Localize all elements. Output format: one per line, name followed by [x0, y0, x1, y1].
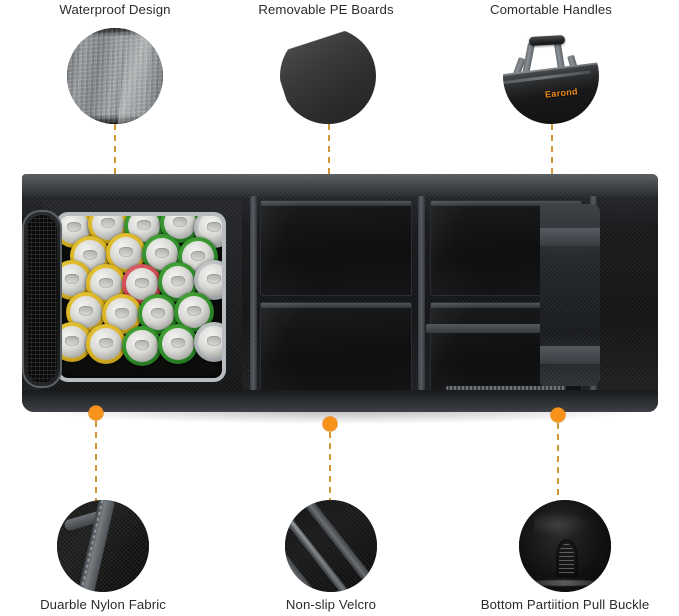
hotspot-dot-bottom-partition-pull-buckle[interactable]: [550, 407, 566, 423]
pocket-elastic-strap: [426, 324, 586, 333]
can: [194, 322, 222, 362]
can: [174, 292, 214, 332]
callout-label-removable-pe-boards: Removable PE Boards: [258, 2, 394, 17]
callout-label-durable-nylon-fabric: Duarble Nylon Fabric: [40, 597, 166, 612]
right-side-panel: [540, 204, 600, 386]
connector-line-bottom-partition-pull-buckle: [557, 423, 559, 503]
compartment-divider: [250, 196, 257, 396]
detail-bubble-waterproof-design: [67, 28, 163, 124]
connector-line-non-slip-velcro: [329, 432, 331, 502]
can: [158, 324, 198, 364]
connector-line-durable-nylon-fabric: [95, 421, 97, 501]
pocket-lip: [261, 303, 411, 308]
detail-bubble-durable-nylon-fabric: [57, 500, 149, 592]
storage-pocket-upper-left: [260, 200, 412, 296]
hotspot-dot-durable-nylon-fabric[interactable]: [88, 405, 104, 421]
zipper: [446, 386, 566, 390]
waterproof-liner-texture: [67, 28, 163, 124]
storage-pocket-lower-left: [260, 302, 412, 406]
detail-bubble-removable-pe-boards: [280, 28, 376, 124]
can-group: [60, 216, 222, 378]
can: [86, 324, 126, 364]
compartment-divider: [418, 196, 425, 396]
product-bottom-rim: [22, 390, 658, 412]
storage-compartments: [250, 196, 600, 406]
product-body: [22, 174, 658, 412]
can: [60, 322, 92, 362]
detail-bubble-comfortable-handles: Earond: [503, 28, 599, 124]
callout-label-bottom-partition-pull-buckle: Bottom Partiition Pull Buckle: [480, 597, 650, 612]
side-strap-upper: [540, 228, 600, 246]
pocket-lip: [261, 201, 411, 206]
cooler-liner: [56, 212, 226, 382]
handle-grip: [528, 34, 566, 46]
detail-bubble-non-slip-velcro: [285, 500, 377, 592]
detail-bubble-bottom-partition-pull-buckle: [519, 500, 611, 592]
buckle-sheen: [533, 511, 591, 537]
cooler-compartment: [42, 200, 242, 396]
side-strap-lower: [540, 346, 600, 364]
buckle-bottom-seam: [526, 580, 604, 587]
hotspot-dot-non-slip-velcro[interactable]: [322, 416, 338, 432]
pull-buckle-tab: [555, 538, 578, 578]
can: [160, 216, 200, 243]
product-photo: [8, 168, 672, 424]
product-shadow: [38, 410, 646, 424]
callout-label-non-slip-velcro: Non-slip Velcro: [285, 597, 377, 612]
callout-label-comfortable-handles: Comortable Handles: [489, 2, 613, 17]
callout-label-waterproof-design: Waterproof Design: [59, 2, 171, 17]
can: [122, 326, 162, 366]
product-top-rim: [22, 174, 658, 200]
side-carry-handle: [22, 210, 62, 388]
